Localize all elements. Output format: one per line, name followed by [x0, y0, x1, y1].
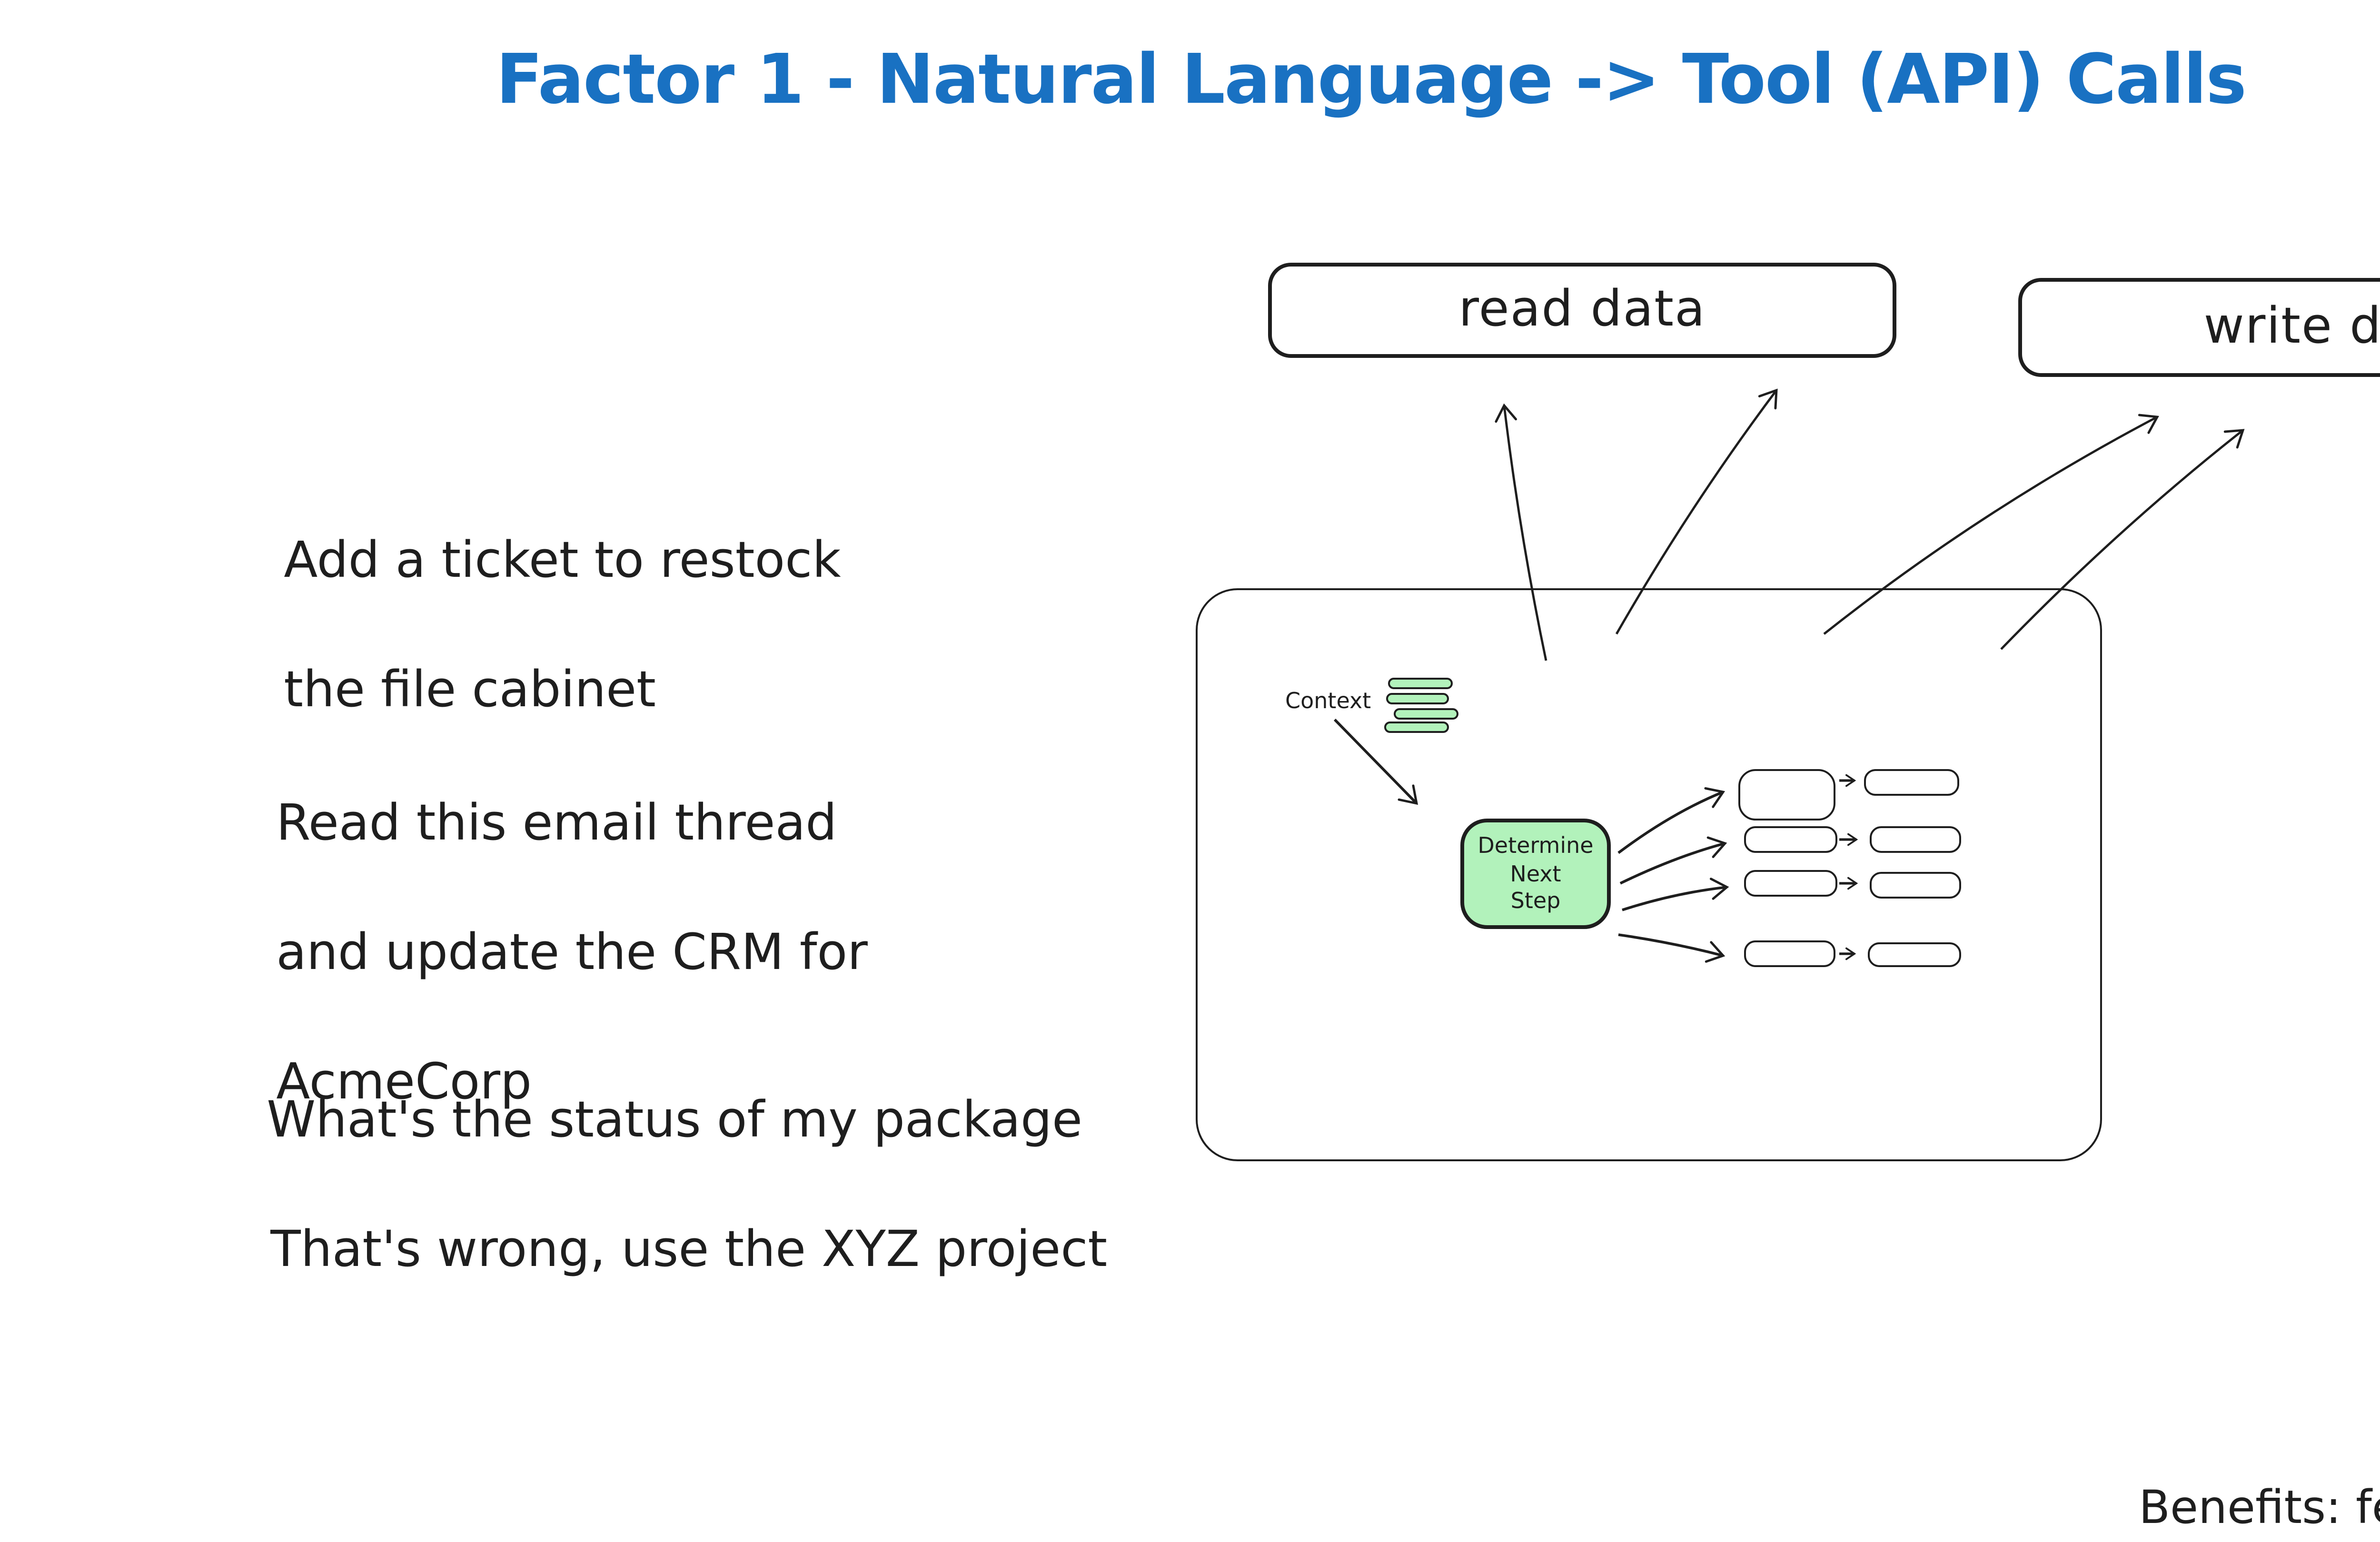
- step-box: [1870, 826, 1961, 852]
- arrow-decision-to-step-3: [1622, 878, 1729, 911]
- step-box: [1738, 769, 1835, 820]
- prompt-email-crm: Read this email thread and update the CR…: [213, 727, 868, 1180]
- prompt-xyz-project: That's wrong, use the XYZ project: [208, 1154, 1107, 1348]
- context-stack-row: [1385, 693, 1449, 704]
- prompt-package-status: What's the status of my package: [204, 1024, 1082, 1218]
- agent-loop-container: [1196, 588, 2102, 1161]
- arrow-loop-to-write-data-2: [2000, 429, 2245, 650]
- context-label: Context: [1285, 687, 1371, 714]
- arrow-decision-to-step-4: [1618, 933, 1726, 963]
- prompt-line: the file cabinet: [284, 662, 656, 720]
- step-box: [1864, 769, 1959, 796]
- step-box: [1868, 942, 1961, 967]
- context-stack-row: [1394, 707, 1458, 719]
- determine-next-step-node: Determine Next Step: [1460, 819, 1611, 929]
- read-data-label: read data: [1458, 282, 1706, 339]
- context-stack-row: [1388, 678, 1453, 689]
- arrow-loop-to-write-data-1: [1823, 414, 2159, 635]
- arrow-context-to-decision: [1333, 719, 1418, 805]
- step-box: [1870, 872, 1961, 899]
- prompt-line: That's wrong, use the XYZ project: [270, 1222, 1108, 1279]
- page-title: Factor 1 - Natural Language -> Tool (API…: [496, 42, 2247, 120]
- decision-line: Determine: [1478, 832, 1594, 859]
- write-data-box: write data: [2018, 278, 2380, 377]
- context-stack-row: [1384, 722, 1449, 733]
- benefits-note: Benefits: feels like magic: [2139, 1481, 2380, 1534]
- step-box: [1744, 870, 1837, 897]
- decision-line: Step: [1510, 888, 1561, 914]
- arrow-decision-to-step-2: [1619, 836, 1727, 885]
- prompt-line: AcmeCorp: [276, 1055, 532, 1112]
- prompt-line: Add a ticket to restock: [284, 533, 841, 590]
- decision-line: Next: [1510, 860, 1561, 887]
- read-data-box: read data: [1268, 263, 1896, 358]
- arrow-loop-to-read-data-2: [1615, 388, 1778, 635]
- arrow-loop-to-read-data-1: [1495, 403, 1547, 661]
- step-box: [1744, 826, 1837, 852]
- context-stack-icon: [1384, 678, 1460, 737]
- arrow-decision-to-step-1: [1617, 787, 1726, 854]
- prompt-line: Read this email thread: [276, 796, 837, 853]
- prompt-line: What's the status of my package: [267, 1093, 1082, 1150]
- prompt-line: and update the CRM for: [276, 925, 868, 982]
- write-data-label: write data: [2203, 299, 2380, 356]
- prompt-add-ticket: Add a ticket to restock the file cabinet: [221, 465, 841, 788]
- step-box: [1744, 940, 1835, 967]
